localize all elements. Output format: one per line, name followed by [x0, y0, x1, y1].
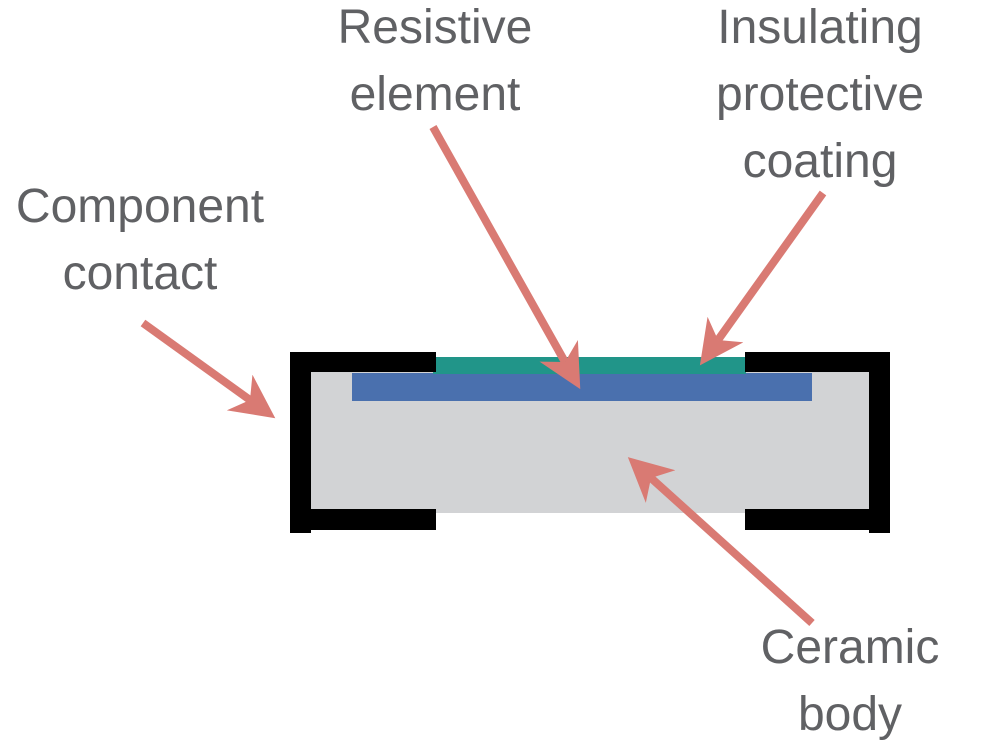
- arrow-resistive-element: [429, 125, 581, 390]
- label-component-contact: Component contact: [10, 173, 270, 307]
- right-contact-terminal: [745, 352, 890, 533]
- left-contact-end-cap: [290, 352, 311, 533]
- label-ceramic-body-line1: Ceramic: [760, 621, 940, 674]
- label-resistive-element-line2: element: [349, 68, 521, 121]
- label-insulating-protective-coating: Insulating protective coating: [690, 0, 950, 195]
- label-ceramic-body: Ceramic body: [725, 614, 975, 748]
- label-ceramic-body-line2: body: [797, 688, 903, 741]
- arrow-insulating-coating: [699, 190, 827, 366]
- left-contact-top-arm: [290, 352, 436, 372]
- right-contact-bottom-arm: [745, 509, 890, 530]
- left-contact-bottom-arm: [290, 509, 436, 530]
- label-resistive-element-line1: Resistive: [337, 1, 533, 54]
- label-component-contact-line2: contact: [62, 247, 218, 300]
- insulating-coating-layer: [433, 357, 746, 374]
- right-contact-end-cap: [869, 352, 890, 533]
- label-component-contact-line1: Component: [15, 180, 265, 233]
- left-contact-terminal: [290, 352, 436, 533]
- label-resistive-element: Resistive element: [300, 0, 570, 128]
- resistive-element-layer: [352, 373, 812, 401]
- label-insulating-coating-line2: protective: [715, 68, 925, 121]
- label-insulating-coating-line3: coating: [742, 135, 898, 188]
- right-contact-top-arm: [745, 352, 890, 372]
- arrow-component-contact: [140, 319, 276, 419]
- label-insulating-coating-line1: Insulating: [717, 1, 923, 54]
